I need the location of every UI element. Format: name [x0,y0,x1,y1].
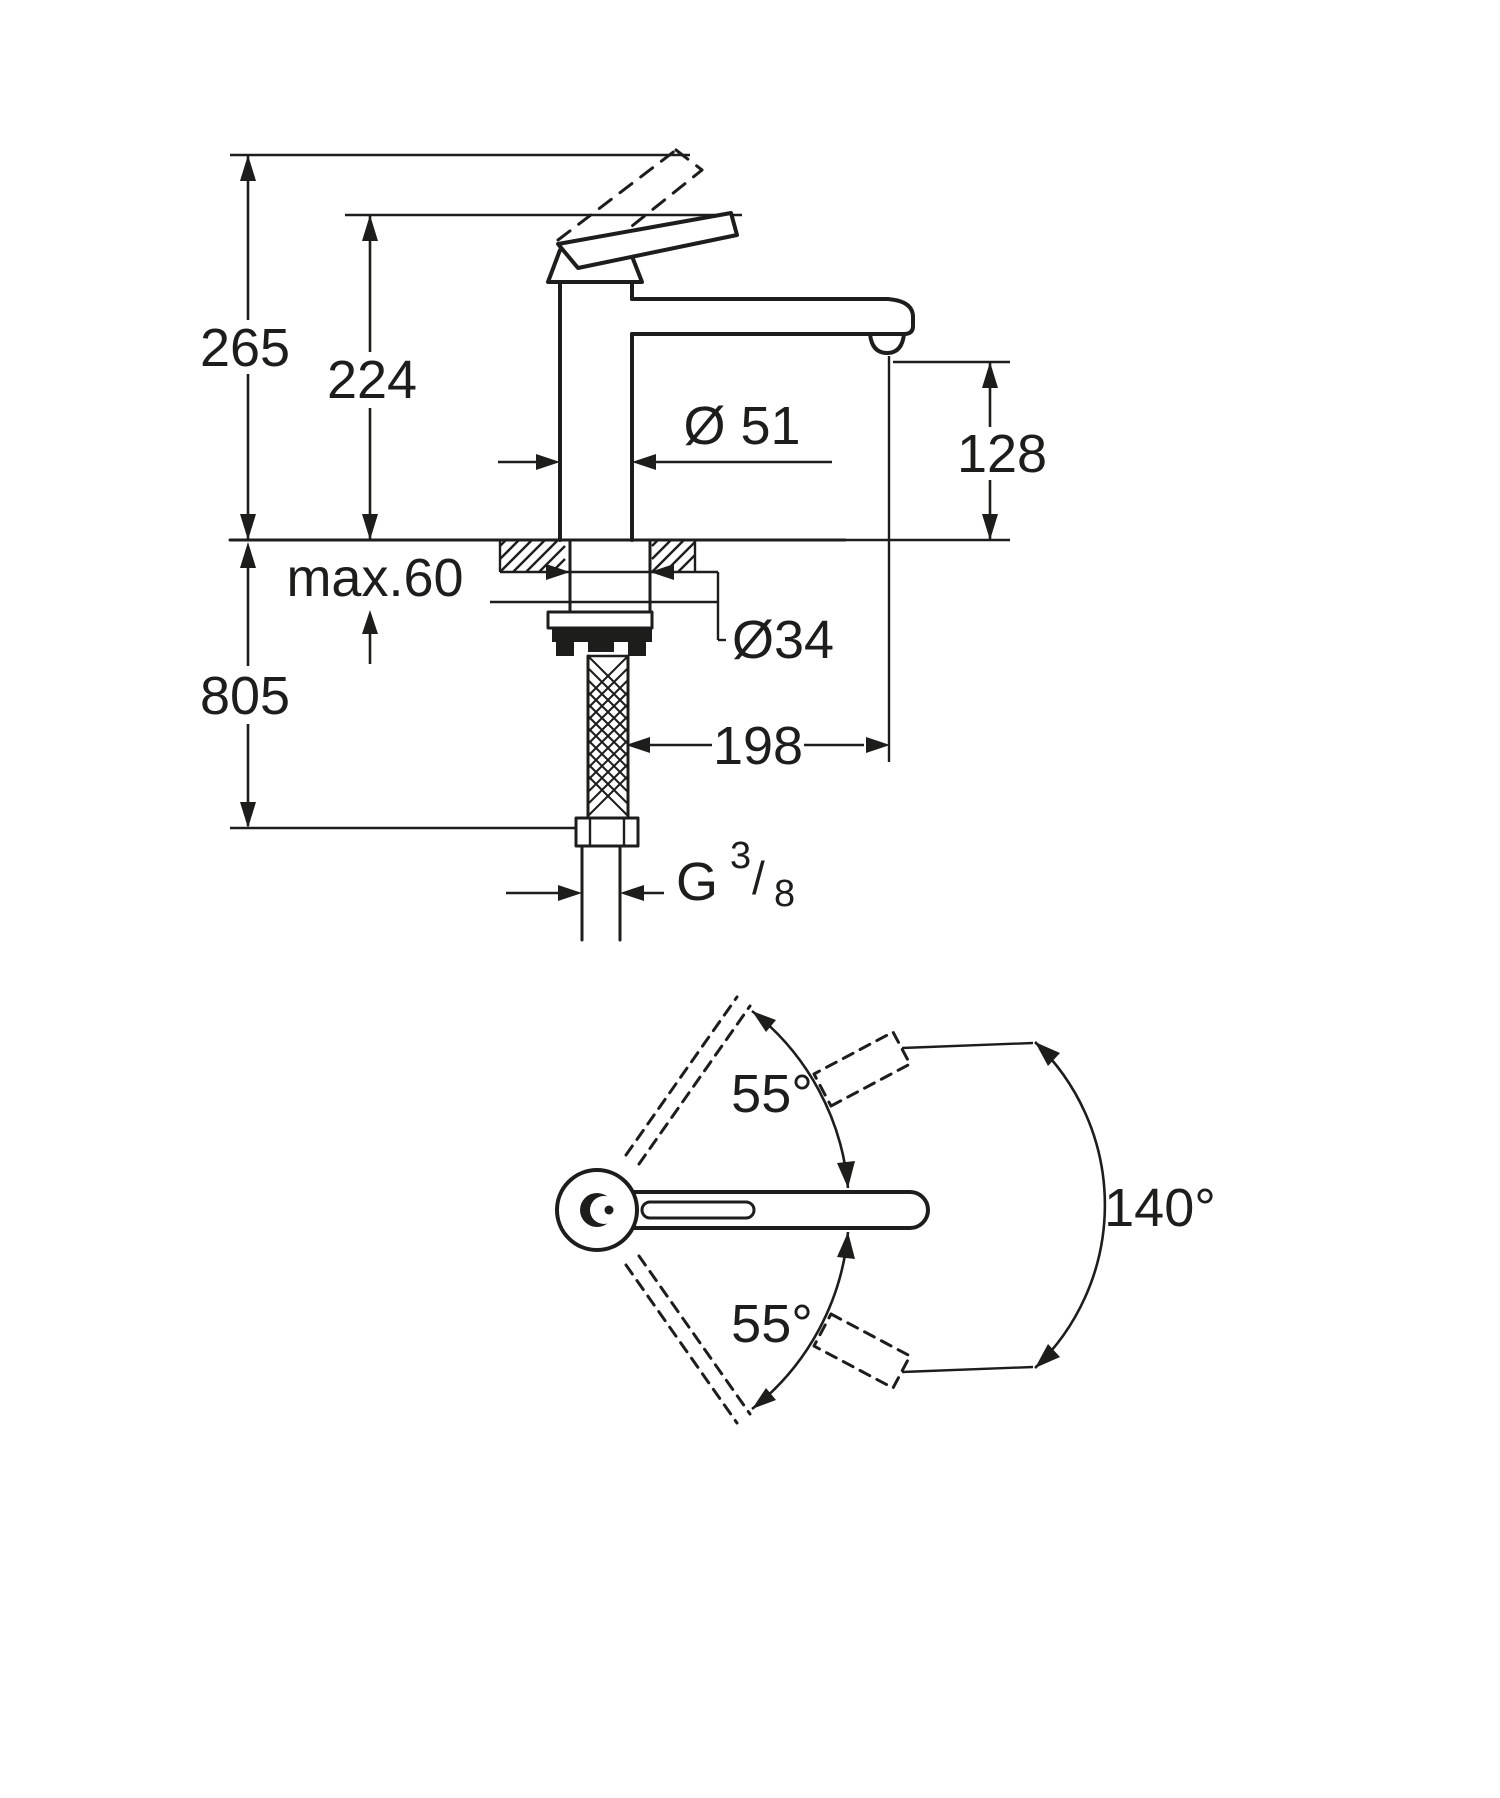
arc-140: 140° [1034,1041,1216,1369]
top-view-drawing: 55° 55° 140° [555,995,1216,1425]
dim-hole-diameter: Ø34 [546,564,834,670]
spout-aerator [868,332,906,355]
mounting-nut [546,610,654,656]
dim-spout-height: 224 [327,215,417,540]
label-55-lower: 55° [731,1294,813,1354]
dim-max-thickness: max.60 [286,548,464,664]
thread-g: G [676,852,718,912]
label-outlet-height: 128 [957,424,1047,484]
connection-tube [580,844,622,942]
supply-hose [586,654,630,820]
label-total-height: 265 [200,318,290,378]
thread-numerator: 3 [730,835,751,877]
label-hole-diameter: Ø34 [732,610,834,670]
swivel-dashed-position-lower [812,1312,912,1390]
swivel-limit-lower [624,1254,752,1425]
faucet-body [558,280,634,542]
arc-55-lower: 55° [731,1231,855,1411]
faucet-handle-raised-dashed [556,148,704,260]
arc-55-upper: 55° [731,1009,855,1189]
dim-spout-reach: 198 [626,356,891,776]
swivel-circle [555,1168,639,1252]
dim-total-height: 265 [200,155,290,540]
label-spout-height: 224 [327,350,417,410]
label-body-diameter: Ø 51 [683,396,800,456]
faucet-spout [630,297,915,355]
label-hose-length: 805 [200,666,290,726]
label-max-thickness: max.60 [286,548,463,608]
faucet-handle [546,211,739,284]
swivel-dashed-position-upper [812,1030,912,1108]
hose-fitting [574,816,640,848]
label-140-total: 140° [1104,1178,1216,1238]
thread-slash: / [752,852,765,904]
connector-upper [901,1041,1034,1050]
swivel-spout [628,1190,930,1230]
dim-outlet-height: 128 [893,360,1047,540]
swivel-limit-upper [624,995,752,1166]
dim-hose-length: 805 [200,542,576,830]
connector-lower [901,1365,1034,1374]
countertop [228,538,1010,604]
label-55-upper: 55° [731,1064,813,1124]
dim-body-diameter: Ø 51 [498,396,832,470]
thread-denominator: 8 [774,873,795,915]
side-view-drawing: 265 224 Ø 51 128 max. [200,148,1047,942]
mounting-shank [568,538,652,614]
hose-braid-texture [587,655,629,817]
label-spout-reach: 198 [713,716,803,776]
spout-top-slot [640,1200,756,1220]
